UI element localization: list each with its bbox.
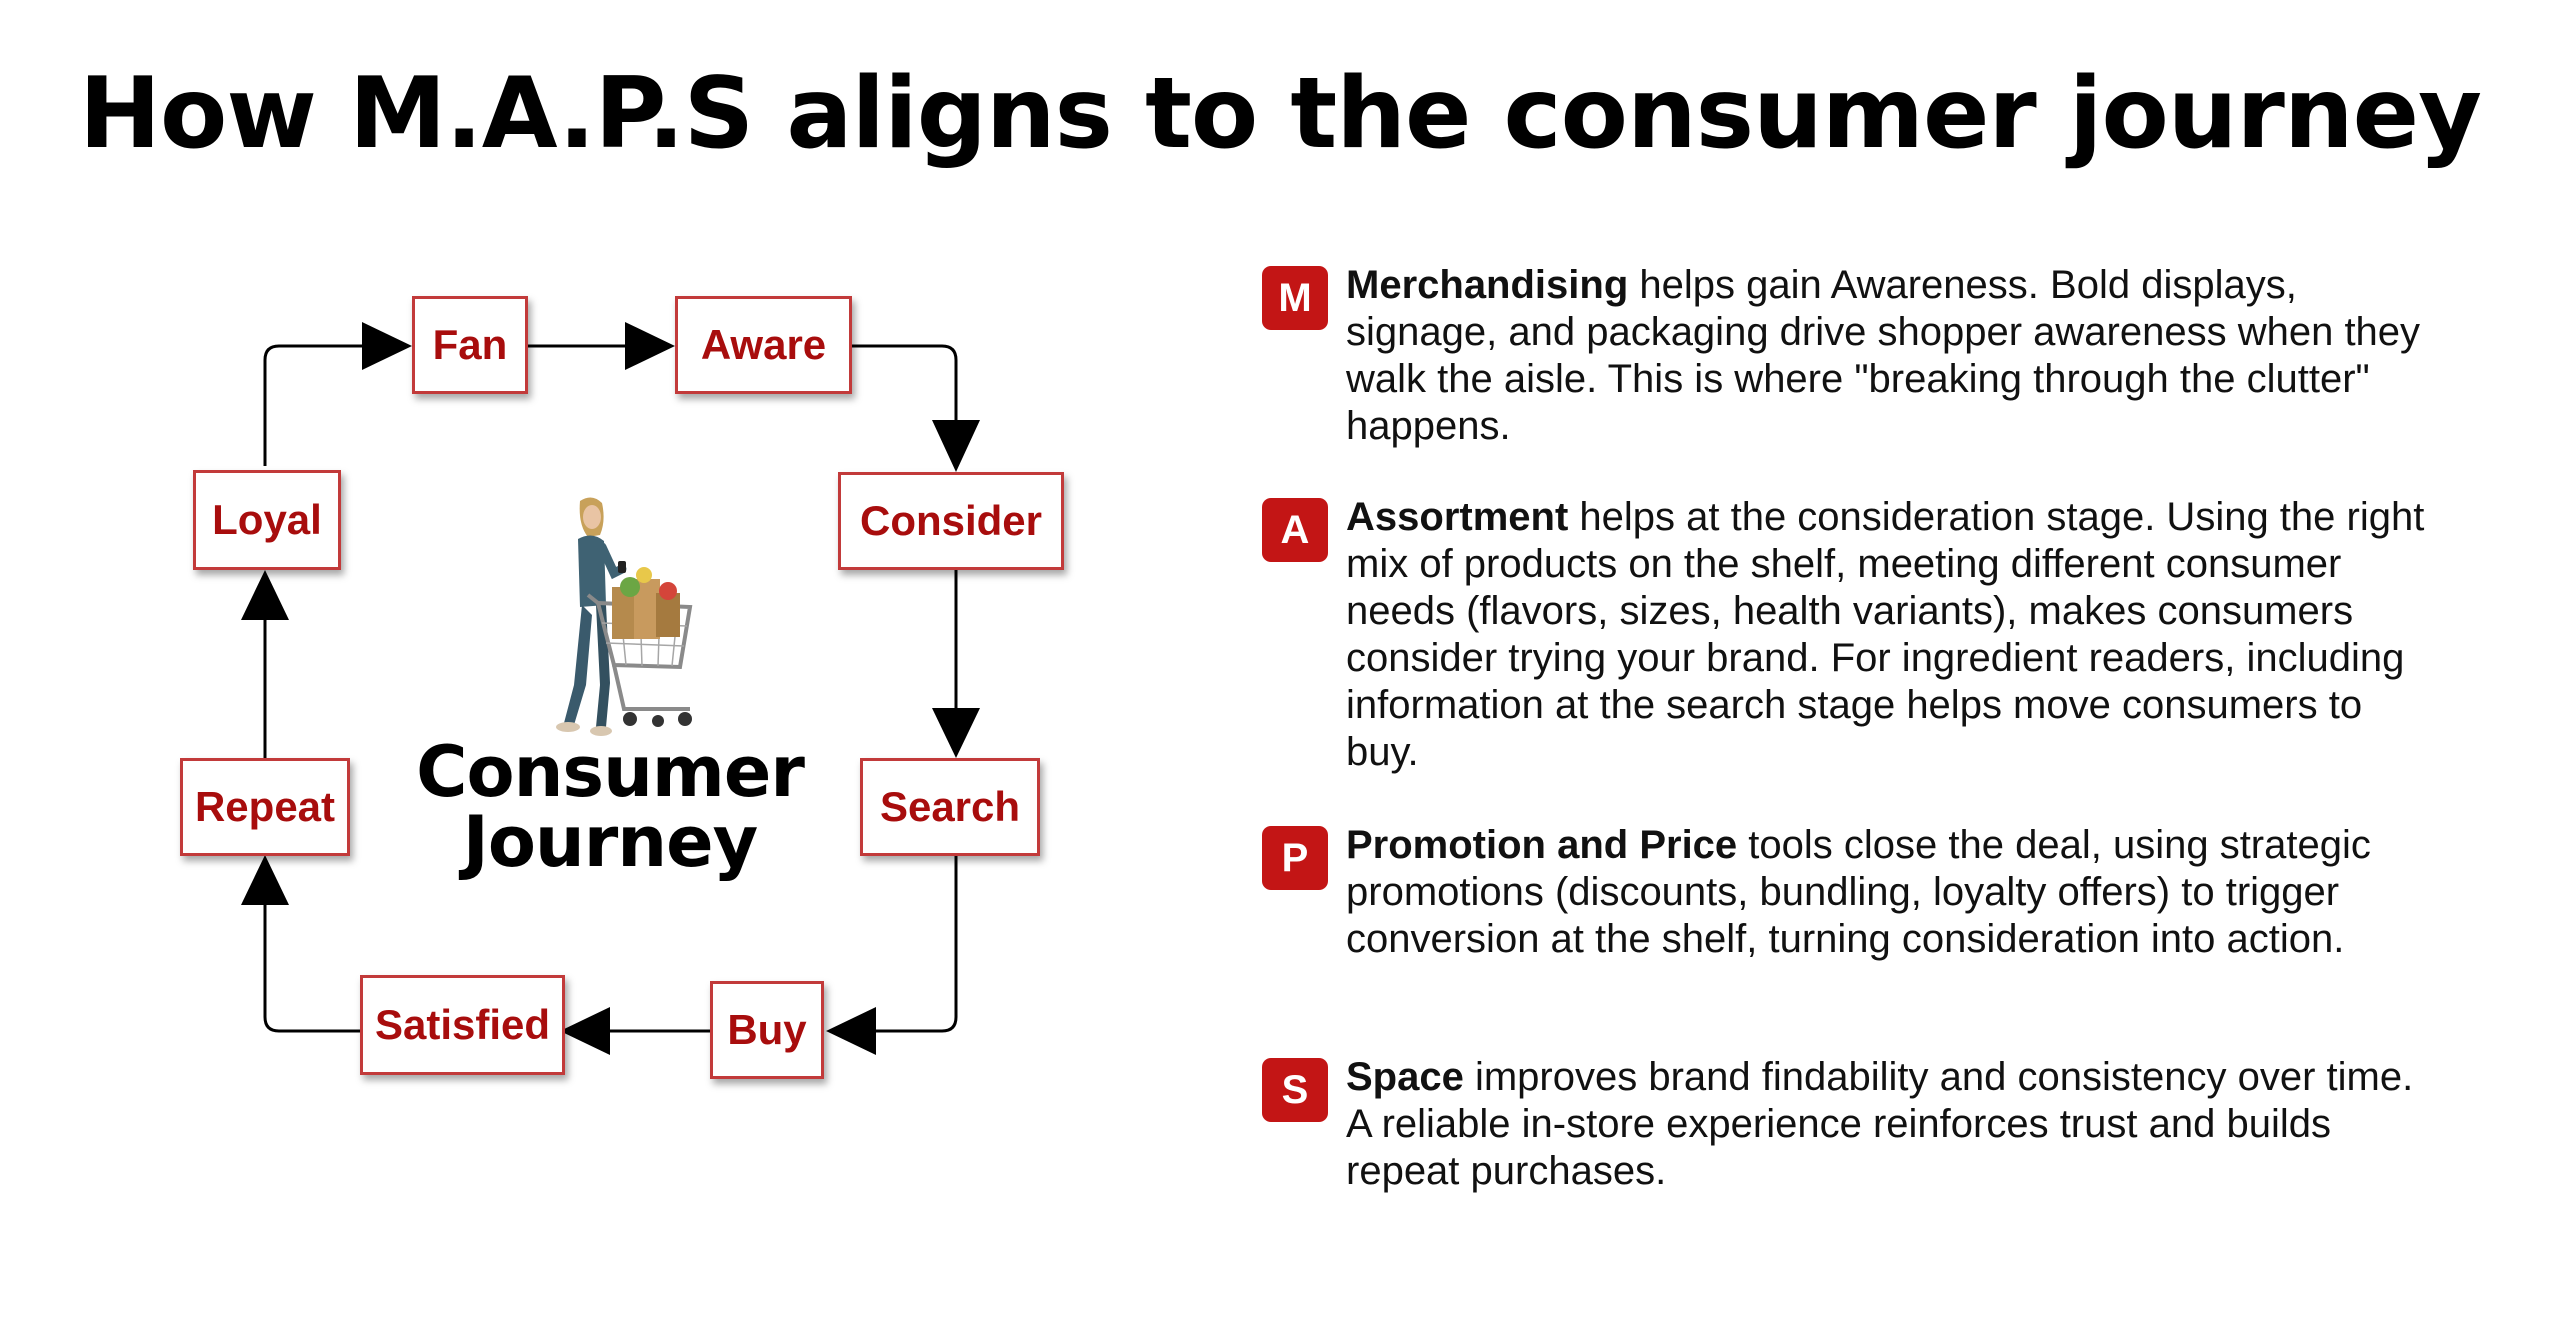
connector-loyal-fan bbox=[263, 344, 362, 466]
consumer-journey-line1: Consumer bbox=[416, 731, 805, 813]
shopper-with-cart-image bbox=[556, 497, 693, 736]
connector-search-buy bbox=[876, 853, 958, 1033]
arrowhead-to-satisfied bbox=[560, 1007, 610, 1055]
stage-buy: Buy bbox=[710, 981, 824, 1079]
arrowhead-to-buy bbox=[826, 1007, 876, 1055]
maps-heading: Promotion and Price bbox=[1346, 823, 1738, 867]
stage-fan: Fan bbox=[412, 296, 528, 394]
arrowhead-to-aware bbox=[625, 322, 675, 370]
maps-body: tools close the deal, using strategic pr… bbox=[1346, 823, 2371, 961]
stage-satisfied: Satisfied bbox=[360, 975, 565, 1075]
arrowhead-to-search bbox=[932, 708, 980, 758]
maps-heading: Space bbox=[1346, 1055, 1464, 1099]
maps-text-space: Space improves brand findability and con… bbox=[1346, 1054, 2442, 1195]
maps-badge-m: M bbox=[1262, 266, 1328, 330]
arrowhead-to-repeat bbox=[241, 855, 289, 905]
maps-body: helps gain Awareness. Bold displays, sig… bbox=[1346, 263, 2421, 448]
maps-badge-p: P bbox=[1262, 826, 1328, 890]
arrowhead-to-fan bbox=[362, 322, 412, 370]
consumer-journey-label: Consumer Journey bbox=[400, 737, 820, 877]
connector-satisfied-repeat bbox=[263, 905, 360, 1033]
maps-body: improves brand findability and consisten… bbox=[1346, 1055, 2414, 1193]
stage-aware: Aware bbox=[675, 296, 852, 394]
stage-search: Search bbox=[860, 758, 1040, 856]
connector-aware-consider bbox=[850, 344, 958, 420]
maps-item-promotion-price: P Promotion and Price tools close the de… bbox=[1262, 822, 2442, 963]
page-title: How M.A.P.S aligns to the consumer journ… bbox=[78, 57, 2482, 171]
maps-badge-s: S bbox=[1262, 1058, 1328, 1122]
stage-consider: Consider bbox=[838, 472, 1064, 570]
consumer-journey-line2: Journey bbox=[462, 801, 758, 883]
stage-repeat: Repeat bbox=[180, 758, 350, 856]
maps-heading: Assortment bbox=[1346, 495, 1569, 539]
maps-text-promotion-price: Promotion and Price tools close the deal… bbox=[1346, 822, 2442, 963]
arrowhead-to-consider bbox=[932, 420, 980, 472]
stage-loyal: Loyal bbox=[193, 470, 341, 570]
maps-text-merchandising: Merchandising helps gain Awareness. Bold… bbox=[1346, 262, 2442, 450]
maps-heading: Merchandising bbox=[1346, 263, 1629, 307]
maps-text-assortment: Assortment helps at the consideration st… bbox=[1346, 494, 2442, 776]
maps-item-merchandising: M Merchandising helps gain Awareness. Bo… bbox=[1262, 262, 2442, 450]
arrowhead-to-loyal bbox=[241, 570, 289, 620]
maps-badge-a: A bbox=[1262, 498, 1328, 562]
maps-item-space: S Space improves brand findability and c… bbox=[1262, 1054, 2442, 1195]
maps-item-assortment: A Assortment helps at the consideration … bbox=[1262, 494, 2442, 776]
maps-body: helps at the consideration stage. Using … bbox=[1346, 495, 2425, 774]
